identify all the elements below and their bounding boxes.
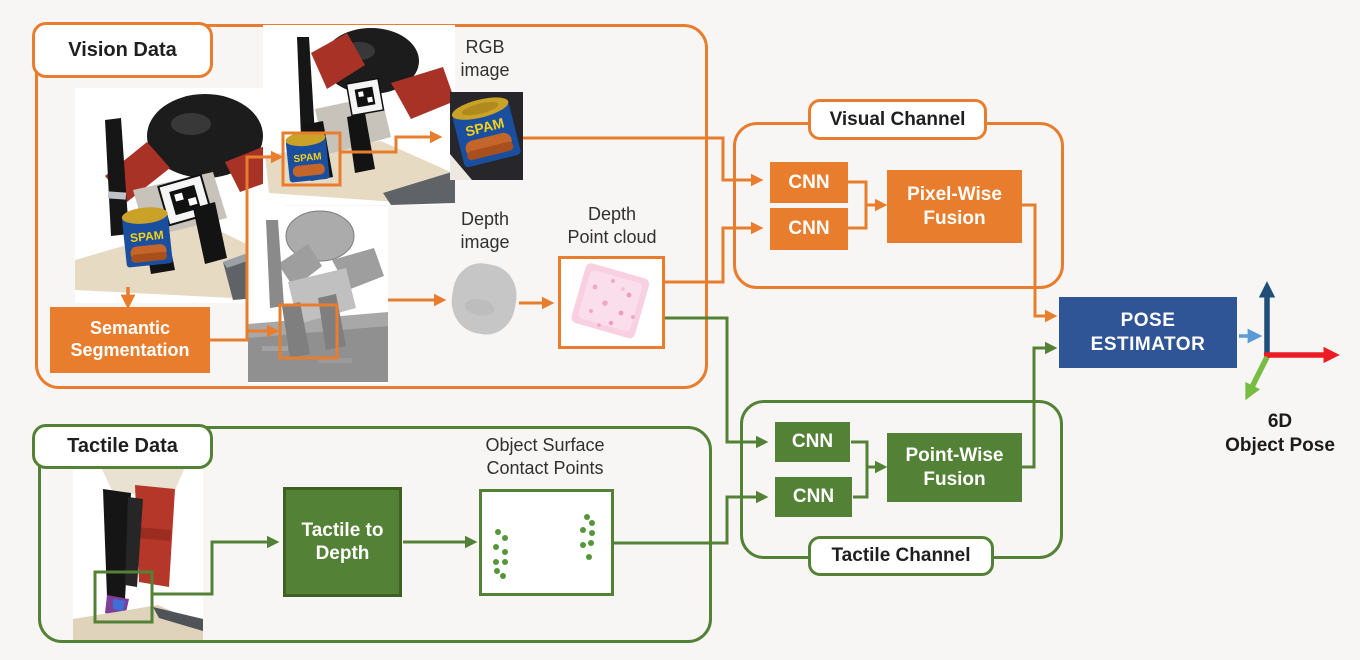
output-6d-pose-line2: Object Pose — [1225, 434, 1335, 456]
contact-points-label-line1: Object Surface — [485, 435, 605, 455]
visual-cnn-bottom-node: CNN — [770, 208, 848, 250]
pixel-wise-fusion-line2: Fusion — [923, 207, 986, 229]
point-wise-fusion-node: Point-Wise Fusion — [887, 433, 1022, 502]
visual-channel-label: Visual Channel — [808, 99, 987, 140]
tactile-data-label: Tactile Data — [32, 424, 213, 469]
visual-cnn-top-label: CNN — [788, 171, 830, 193]
tactile-gripper-photo-art — [73, 467, 203, 640]
visual-cnn-bottom-label: CNN — [788, 218, 830, 240]
tactile-gripper-photo — [73, 467, 203, 640]
contact-points-label: Object Surface Contact Points — [455, 434, 635, 479]
visual-channel-label-text: Visual Channel — [829, 108, 966, 130]
robot-depth-render — [248, 206, 388, 384]
pose-estimator-node: POSE ESTIMATOR — [1059, 297, 1237, 368]
vision-data-label: Vision Data — [32, 22, 213, 78]
output-6d-pose-line1: 6D — [1267, 411, 1293, 432]
rgb-image-label-line1: RGB — [465, 37, 505, 57]
depth-point-cloud-label-line1: Depth — [587, 204, 637, 224]
spam-text-photo1: SPAM — [129, 228, 164, 245]
depth-point-cloud-box — [558, 256, 665, 349]
point-wise-fusion-line1: Point-Wise — [905, 445, 1004, 467]
tactile-to-depth-line1: Tactile to — [301, 519, 384, 541]
tactile-cnn-top-node: CNN — [775, 422, 850, 462]
output-6d-pose-label: 6D Object Pose — [1200, 410, 1360, 458]
depth-image-blob-shade — [463, 296, 496, 318]
contact-points-art — [493, 514, 595, 579]
rgb-image-crop-art: SPAM — [450, 92, 523, 180]
tactile-channel-label: Tactile Channel — [808, 536, 994, 576]
axis-y-arrow — [1245, 355, 1270, 401]
rgb-image-label: RGB image — [425, 36, 545, 81]
semantic-segmentation-line2: Segmentation — [70, 340, 190, 360]
contact-points-box — [479, 489, 614, 596]
contact-points-label-line2: Contact Points — [486, 457, 604, 478]
rgb-image-label-line2: image — [460, 59, 510, 80]
tactile-cnn-top-label: CNN — [791, 431, 834, 453]
pixel-wise-fusion-line1: Pixel-Wise — [907, 184, 1002, 206]
semantic-segmentation-line1: Semantic — [89, 318, 171, 339]
tactile-to-depth-line2: Depth — [315, 543, 370, 564]
visual-cnn-top-node: CNN — [770, 162, 848, 203]
tactile-to-depth-node: Tactile to Depth — [283, 487, 402, 597]
depth-point-cloud-label: Depth Point cloud — [546, 203, 678, 248]
pixel-wise-fusion-node: Pixel-Wise Fusion — [887, 170, 1022, 243]
depth-image-label: Depth image — [425, 208, 545, 253]
tactile-cnn-bottom-label: CNN — [792, 486, 835, 508]
tactile-channel-label-text: Tactile Channel — [831, 545, 971, 566]
tactile-data-label-text: Tactile Data — [67, 435, 178, 457]
semantic-segmentation-node: Semantic Segmentation — [50, 307, 210, 373]
depth-image-label-line1: Depth — [460, 209, 510, 229]
depth-point-cloud-label-line2: Point cloud — [567, 226, 657, 247]
rgb-image-crop: SPAM — [450, 92, 523, 180]
depth-image-label-line2: image — [460, 231, 510, 252]
robot-depth-render-art — [248, 210, 388, 382]
point-wise-fusion-line2: Fusion — [923, 468, 986, 490]
depth-point-cloud-art — [571, 263, 650, 339]
tactile-cnn-bottom-node: CNN — [775, 477, 852, 517]
vision-data-label-text: Vision Data — [68, 38, 177, 61]
pose-estimator-line2: ESTIMATOR — [1090, 333, 1206, 355]
pose-estimator-line1: POSE — [1120, 310, 1176, 332]
